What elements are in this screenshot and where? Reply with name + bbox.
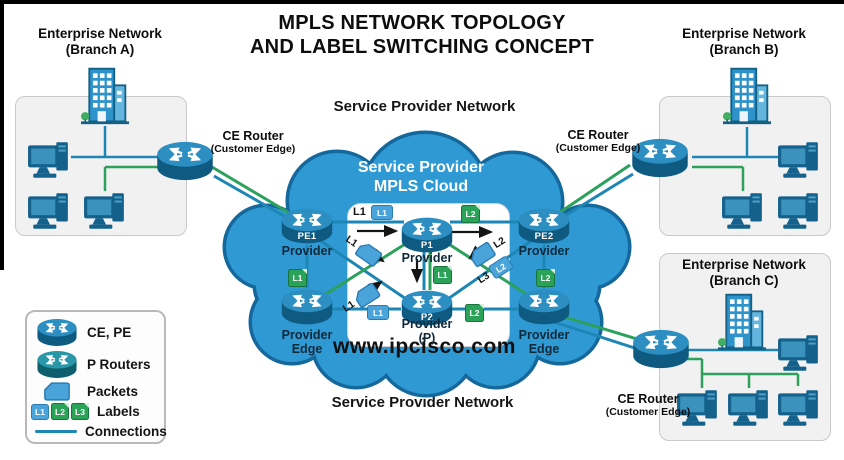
packet-icon: [44, 382, 70, 401]
pe-br-role-line2: Edge: [528, 342, 560, 356]
branch-b-title-line1: Enterprise Network: [682, 26, 806, 41]
legend-row-ce-pe: CE, PE: [35, 317, 131, 348]
ce-router-a-line2: (Customer Edge): [210, 143, 296, 155]
legend-row-labels: L1 L2 L3 Labels: [31, 403, 140, 420]
pe2-name: PE2: [534, 231, 554, 242]
p2-role-line1: Provider: [401, 317, 453, 331]
legend-label-ce-pe: CE, PE: [87, 325, 132, 340]
building-icon: [80, 65, 130, 126]
legend-label-p-routers: P Routers: [87, 357, 151, 372]
branch-a-title-line1: Enterprise Network: [38, 26, 162, 41]
label-chip-l1-bottom: L1: [367, 305, 389, 320]
branch-a-title: Enterprise Network (Branch A): [20, 26, 180, 58]
p2-name: P2: [420, 312, 434, 323]
ce-router-b-line1: CE Router: [567, 128, 629, 142]
computer-icon: [777, 191, 821, 231]
label-chip-l2-pe2: L2: [536, 269, 555, 287]
legend-row-connections: Connections: [35, 424, 167, 439]
legend-chip-l1: L1: [31, 403, 49, 420]
legend-chip-l3: L3: [71, 403, 89, 420]
ce-router-a-line1: CE Router: [222, 129, 284, 143]
p-router-icon: [35, 349, 79, 380]
legend-row-packets: Packets: [44, 382, 138, 401]
ce-router-c-icon: [629, 327, 693, 371]
pe1-role-label: Provider: [281, 244, 333, 258]
building-icon: [722, 65, 772, 126]
legend-label-packets: Packets: [87, 384, 139, 399]
computer-icon: [83, 191, 127, 231]
label-text-l1: L1: [353, 206, 366, 218]
legend-row-p-routers: P Routers: [35, 349, 151, 380]
watermark: www.ipcisco.com: [333, 335, 516, 358]
computer-icon: [777, 140, 821, 180]
pe1-name: PE1: [297, 231, 317, 242]
pe-bl-role-label: Provider Edge: [277, 328, 337, 356]
cloud-label-line1: Service Provider: [357, 159, 485, 176]
label-chip-l1: L1: [371, 205, 393, 220]
p2-role-line2: (P): [418, 331, 436, 345]
ce-router-a-label: CE Router (Customer Edge): [198, 130, 308, 156]
pe-bottom-left-router-icon: [279, 287, 335, 327]
p1-name: P1: [420, 240, 434, 251]
pe-br-role-line1: Provider: [518, 328, 570, 342]
ce-router-c-line1: CE Router: [617, 392, 679, 406]
pe-br-role-label: Provider Edge: [514, 328, 574, 356]
legend-label-connections: Connections: [85, 424, 167, 439]
page-title-line2: AND LABEL SWITCHING CONCEPT: [250, 36, 594, 58]
pe2-role-label: Provider: [518, 244, 570, 258]
computer-icon: [727, 388, 771, 428]
p2-role-label: Provider (P): [396, 317, 458, 345]
computer-icon: [777, 333, 821, 373]
pe-bl-role-line1: Provider: [281, 328, 333, 342]
branch-c-title-line2: (Branch C): [709, 273, 779, 288]
legend-label-labels: Labels: [97, 404, 140, 419]
service-provider-network-top: Service Provider Network: [333, 98, 516, 115]
pe-bl-role-line2: Edge: [291, 342, 323, 356]
branch-a-title-line2: (Branch A): [65, 42, 135, 57]
label-chip-l1-center: L1: [433, 266, 452, 284]
top-border-strip: [0, 0, 844, 4]
cloud-label: Service Provider MPLS Cloud: [321, 158, 521, 196]
computer-icon: [777, 388, 821, 428]
building-icon: [717, 291, 767, 352]
ce-router-b-line2: (Customer Edge): [555, 142, 641, 154]
computer-icon: [27, 191, 71, 231]
computer-icon: [27, 140, 71, 180]
page-title: MPLS NETWORK TOPOLOGY: [278, 12, 566, 34]
cloud-label-line2: MPLS Cloud: [373, 178, 469, 195]
label-chip-l2-bottom: L2: [465, 304, 484, 322]
ce-router-b-label: CE Router (Customer Edge): [543, 129, 653, 155]
label-chip-l1-pe1: L1: [288, 269, 307, 287]
connection-line-icon: [35, 429, 77, 434]
legend-chip-l2: L2: [51, 403, 69, 420]
branch-c-title: Enterprise Network (Branch C): [664, 257, 824, 289]
branch-c-title-line1: Enterprise Network: [682, 257, 806, 272]
ce-router-c-line2: (Customer Edge): [605, 406, 691, 418]
ce-pe-router-icon: [35, 317, 79, 348]
label-chip-l2: L2: [461, 205, 480, 223]
ce-router-c-label: CE Router (Customer Edge): [593, 393, 703, 419]
branch-b-title-line2: (Branch B): [709, 42, 779, 57]
left-border-strip: [0, 0, 4, 270]
branch-b-title: Enterprise Network (Branch B): [664, 26, 824, 58]
computer-icon: [721, 191, 765, 231]
service-provider-network-bottom: Service Provider Network: [331, 394, 514, 411]
p1-role-label: Provider: [401, 251, 453, 265]
legend: CE, PE P Routers Packets L1 L2 L3 Labels…: [25, 310, 167, 444]
pe-bottom-right-router-icon: [516, 287, 572, 327]
